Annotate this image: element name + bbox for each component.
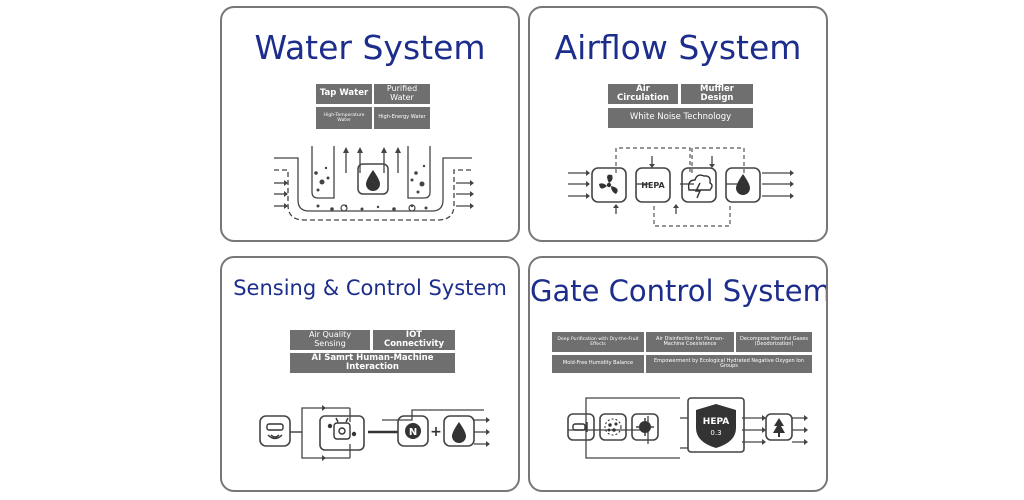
tag-deep-purification: Deep Purification with Dry-the-Fruit Eff… bbox=[552, 332, 644, 352]
ai-box bbox=[319, 415, 365, 451]
n-box bbox=[397, 415, 429, 447]
plus-sign: + bbox=[430, 424, 442, 440]
tag-decompose-harmful-gases: Decompose Harmful Gases (Deodorization) bbox=[736, 332, 812, 352]
fan-box bbox=[591, 167, 627, 203]
fan-icon bbox=[599, 174, 618, 194]
virus-box bbox=[631, 413, 659, 441]
uv-lamp-box bbox=[567, 413, 595, 441]
tag-ai-interaction: AI Samrt Human-Machine Interaction bbox=[290, 353, 455, 373]
hepa-shield-value: 0.3 bbox=[710, 429, 721, 437]
particles-icon bbox=[604, 418, 622, 436]
n-label: N bbox=[409, 427, 417, 438]
n-ion-icon bbox=[405, 423, 421, 439]
tag-negative-oxygen-ions: Empowerment by Ecological Hydrated Negat… bbox=[646, 355, 812, 373]
water-flow-diagram bbox=[274, 146, 474, 221]
gate-control-title: Gate Control System bbox=[530, 274, 828, 308]
water-inner-channel-right bbox=[407, 146, 431, 199]
drop-box bbox=[443, 415, 475, 447]
tag-white-noise-technology: White Noise Technology bbox=[608, 108, 753, 128]
water-system-panel: Water System Tap Water Purified Water Hi… bbox=[220, 6, 520, 242]
tag-iot-connectivity: IOT Connectivity bbox=[373, 330, 455, 350]
uv-box bbox=[681, 167, 717, 203]
uv-lamp-icon bbox=[572, 422, 588, 432]
water-inner-channel-left bbox=[311, 146, 335, 199]
water-outer-channel bbox=[274, 157, 472, 212]
tag-muffler-design: Muffler Design bbox=[681, 84, 753, 104]
sensor-box bbox=[259, 415, 291, 447]
tag-high-temperature-water: High-Temperature Water bbox=[316, 107, 372, 129]
sensing-diagram: N + bbox=[259, 405, 490, 461]
sensor-icon bbox=[266, 423, 284, 440]
gate-diagram: HEPA 0.3 bbox=[567, 397, 808, 459]
tag-purified-water: Purified Water bbox=[374, 84, 430, 104]
sensing-control-title: Sensing & Control System bbox=[233, 276, 507, 300]
tag-air-circulation: Air Circulation bbox=[608, 84, 678, 104]
cloud-bolt-icon bbox=[687, 174, 713, 199]
tree-icon bbox=[773, 418, 785, 437]
particles-box bbox=[599, 413, 627, 441]
tag-high-energy-water: High-Energy Water bbox=[374, 107, 430, 129]
airflow-system-title: Airflow System bbox=[554, 28, 802, 67]
virus-icon bbox=[636, 418, 654, 436]
water-drop-icon bbox=[366, 170, 380, 191]
water-drop-icon bbox=[452, 422, 466, 443]
hepa-shield-label: HEPA bbox=[703, 417, 729, 427]
water-drop-icon bbox=[736, 174, 750, 195]
airflow-diagram: HEPA bbox=[568, 147, 794, 227]
tag-air-disinfection: Air Disinfection for Human-Machine Coexi… bbox=[646, 332, 734, 352]
hepa-filter-frame bbox=[687, 397, 745, 453]
tag-tap-water: Tap Water bbox=[316, 84, 372, 104]
water-drop-box bbox=[357, 163, 389, 195]
gate-control-panel: Gate Control System Deep Purification wi… bbox=[528, 256, 828, 492]
hepa-shield-icon bbox=[696, 404, 736, 448]
airflow-system-panel: Airflow System Air Circulation Muffler D… bbox=[528, 6, 828, 242]
tag-air-quality-sensing: Air Quality Sensing bbox=[290, 330, 370, 350]
humidify-box bbox=[725, 167, 761, 203]
water-system-title: Water System bbox=[254, 28, 486, 67]
ai-robot-icon bbox=[327, 417, 357, 440]
tag-mold-free-humidity: Mold-Free Humidity Balance bbox=[552, 355, 644, 373]
hepa-box bbox=[635, 167, 671, 203]
hepa-label: HEPA bbox=[641, 181, 665, 190]
plant-box bbox=[765, 413, 793, 441]
sensing-control-panel: Sensing & Control System Air Quality Sen… bbox=[220, 256, 520, 492]
